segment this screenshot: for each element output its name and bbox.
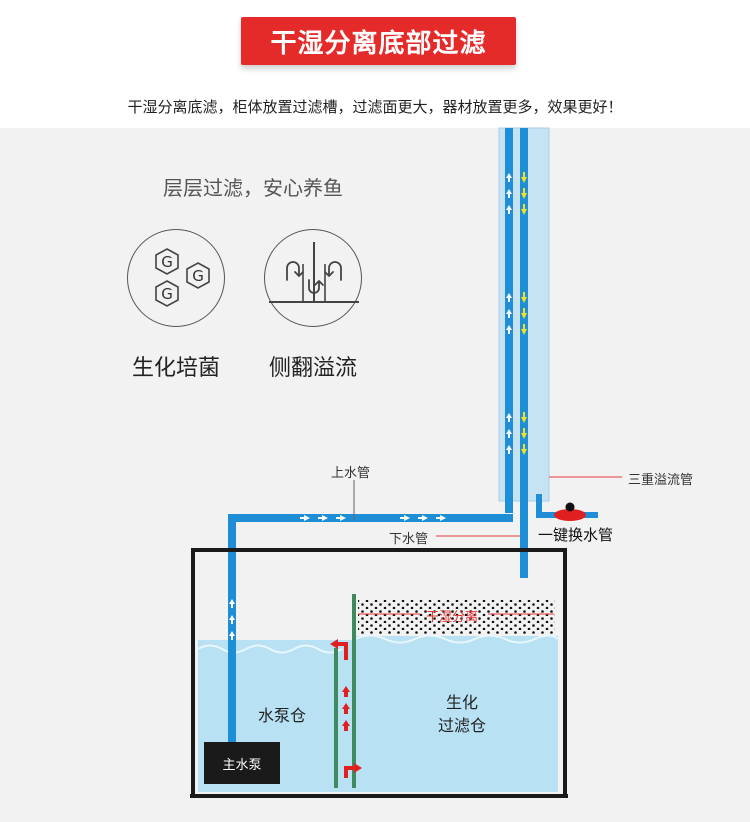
page-title: 干湿分离底部过滤	[270, 28, 487, 59]
valve-knob-icon	[565, 502, 575, 512]
bio-chamber-water	[355, 636, 558, 792]
pump-pipe-vertical	[228, 514, 236, 746]
label-water-change-pipe: 一键换水管	[538, 526, 614, 544]
label-pump-chamber: 水泵仓	[258, 706, 307, 725]
divider-right	[352, 594, 356, 788]
water-wave-line	[354, 634, 559, 644]
up-arrows-pump-pipe	[229, 599, 235, 640]
water-wave-line	[197, 644, 343, 654]
valve-icon	[554, 509, 586, 521]
down-arrows-lower-pipe	[521, 172, 527, 455]
title-banner-background	[241, 17, 516, 65]
hexagon-g-icon: G G G	[127, 229, 225, 327]
red-overflow-arrowhead-bottom	[354, 763, 362, 773]
page-subtitle: 干湿分离底滤，柜体放置过滤槽，过滤面更大，器材放置更多，效果更好！	[127, 98, 623, 116]
label-upper-pipe: 上水管	[331, 466, 371, 481]
label-bio-filter-line2: 过滤仓	[437, 716, 486, 735]
dry-wet-separation-tray	[358, 600, 555, 634]
hexagon-g-svg: G G G	[155, 248, 210, 307]
hexagon-shape	[155, 280, 179, 307]
up-arrows-upper-pipe	[506, 173, 512, 454]
main-pump: 主水泵	[204, 742, 280, 784]
feature-label-bio: 生化培菌	[131, 356, 220, 381]
divider-left	[334, 648, 338, 788]
upper-pipe-horizontal	[228, 514, 513, 522]
hexagon-glyph: G	[192, 267, 204, 285]
label-bio-filter-chamber: 生化 过滤仓	[420, 691, 504, 737]
side-overflow-svg	[269, 242, 359, 303]
hexagon-shape	[186, 262, 210, 289]
right-arrows-horizontal-pipe	[300, 515, 446, 521]
red-overflow-arrowhead-top	[330, 639, 338, 649]
hexagon-shape	[155, 248, 179, 275]
side-overflow-icon	[264, 229, 362, 327]
features-heading: 层层过滤，安心养鱼	[163, 176, 343, 200]
feature-label-overflow: 侧翻溢流	[268, 356, 357, 381]
water-change-pipe-vertical	[536, 494, 542, 518]
red-overflow-arrow-top	[336, 642, 348, 660]
red-overflow-arrow-bottom	[344, 766, 356, 778]
label-overflow-pipe: 三重溢流管	[628, 473, 694, 488]
upper-pipe-vertical	[505, 128, 513, 513]
label-lower-pipe: 下水管	[389, 532, 429, 547]
label-dry-wet-separation: 干湿分离	[426, 610, 479, 625]
tank-outline	[191, 548, 567, 796]
hexagon-glyph: G	[161, 253, 173, 271]
main-pump-label: 主水泵	[222, 757, 262, 773]
red-flow-arrows	[342, 686, 350, 731]
title-banner: 干湿分离底部过滤	[241, 17, 516, 65]
lower-pipe-vertical	[520, 128, 528, 578]
hexagon-glyph: G	[161, 285, 173, 303]
label-bio-filter-line1: 生化	[445, 693, 478, 712]
